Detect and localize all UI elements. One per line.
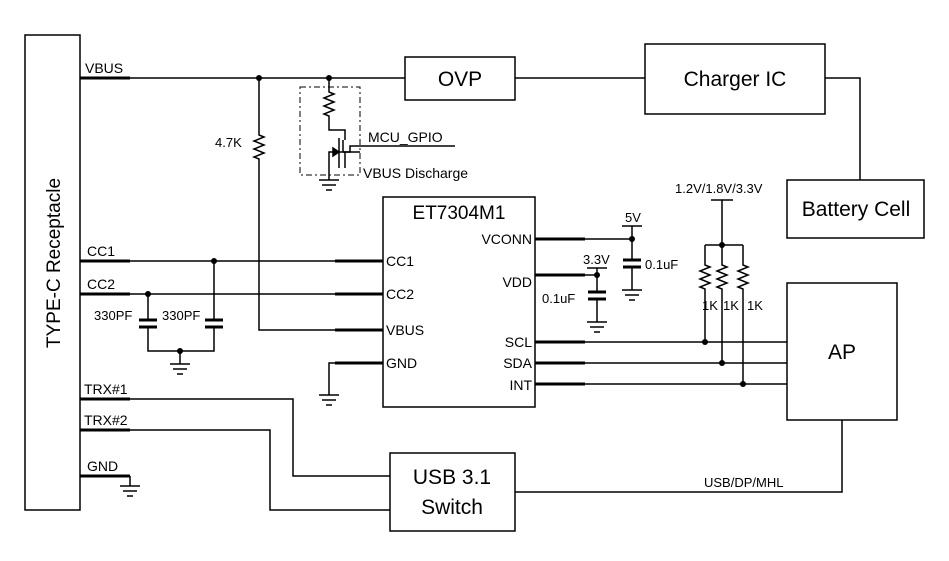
vbus-discharge-label: VBUS Discharge — [363, 165, 468, 181]
usb-nets: USB/DP/MHL — [120, 398, 843, 511]
usb-switch-label-1: USB 3.1 — [413, 466, 491, 489]
vbus-discharge-circuit: MCU_GPIO VBUS Discharge — [299, 78, 468, 191]
chip-pin-scl: SCL — [505, 334, 532, 350]
usb-switch-label-2: Switch — [421, 496, 483, 519]
cap-cc2-label: 330PF — [94, 308, 132, 323]
chip-left-stubs — [319, 328, 383, 406]
type-c-receptacle: TYPE-C Receptacle — [24, 34, 81, 511]
chip-pin-cc2: CC2 — [386, 286, 414, 302]
charger-ic-label: Charger IC — [684, 68, 787, 91]
ovp-label: OVP — [438, 68, 482, 91]
chip-pin-int: INT — [509, 377, 532, 393]
pullup-rail-label: 1.2V/1.8V/3.3V — [675, 181, 763, 196]
chip-pin-vdd: VDD — [502, 274, 532, 290]
rail-5v-label: 5V — [625, 210, 641, 225]
cap-vconn-label: 0.1uF — [645, 257, 678, 272]
charger-ic-block: Charger IC — [644, 43, 826, 115]
mcu-gpio-label: MCU_GPIO — [368, 129, 443, 145]
et7304m1-chip: ET7304M1 — [382, 196, 536, 408]
pin-cc2-label: CC2 — [87, 276, 115, 292]
ap-label: AP — [828, 341, 856, 364]
usb-switch-block: USB 3.1 Switch — [389, 452, 516, 532]
r-vbus-label: 4.7K — [215, 135, 242, 150]
ovp-block: OVP — [404, 56, 516, 101]
chip-pin-labels: CC1 CC2 VBUS GND VCONN VDD SCL SDA INT — [386, 231, 533, 393]
pin-gnd-label: GND — [87, 458, 118, 474]
usb-dp-mhl-label: USB/DP/MHL — [704, 475, 783, 490]
battery-cell-label: Battery Cell — [802, 198, 911, 221]
battery-cell-block: Battery Cell — [786, 179, 925, 239]
chip-label: ET7304M1 — [413, 203, 506, 224]
cc-nets: 330PF 330PF — [94, 258, 383, 375]
rail-3v3-label: 3.3V — [583, 252, 610, 267]
cap-cc1-label: 330PF — [162, 308, 200, 323]
chip-pin-vconn: VCONN — [481, 231, 532, 247]
chip-pin-sda: SDA — [503, 355, 532, 371]
chip-pin-gnd: GND — [386, 355, 417, 371]
vbus-net: 4.7K — [130, 75, 861, 331]
chip-pin-cc1: CC1 — [386, 253, 414, 269]
pin-vbus-label: VBUS — [85, 60, 123, 76]
vdd-supply: 3.3V 0.1uF — [535, 252, 610, 333]
pin-trx1-label: TRX#1 — [84, 381, 128, 397]
vconn-supply: 5V 0.1uF — [535, 210, 678, 301]
pin-cc1-label: CC1 — [87, 243, 115, 259]
pin-trx2-label: TRX#2 — [84, 412, 128, 428]
connector-pins: VBUS CC1 CC2 TRX#1 TRX#2 GND — [80, 60, 130, 478]
ap-block: AP — [786, 282, 898, 421]
receptacle-label: TYPE-C Receptacle — [44, 178, 65, 348]
i2c-bus: 1.2V/1.8V/3.3V 1K 1K 1K — [535, 181, 787, 387]
chip-pin-vbus: VBUS — [386, 322, 424, 338]
r-pull2-label: 1K — [723, 298, 739, 313]
r-pull1-label: 1K — [702, 298, 718, 313]
cap-vdd-label: 0.1uF — [542, 291, 575, 306]
r-pull3-label: 1K — [747, 298, 763, 313]
